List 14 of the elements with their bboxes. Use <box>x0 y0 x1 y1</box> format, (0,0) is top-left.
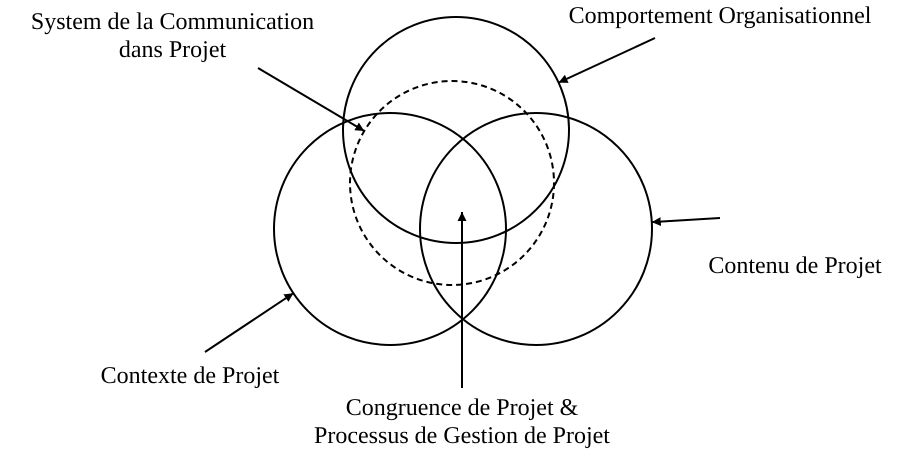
dashed-venn-circle <box>349 80 555 286</box>
venn-circle <box>273 112 507 346</box>
venn-circle <box>342 16 570 244</box>
callout-label: Comportement Organisationnel <box>530 2 910 30</box>
callout-label: Congruence de Projet & Processus de Gestion de Projet <box>302 394 622 450</box>
callout-label: Contexte de Projet <box>70 362 310 390</box>
leader-arrow <box>652 217 720 226</box>
venn-circle <box>419 112 653 346</box>
callout-label: Contenu de Projet <box>680 252 910 280</box>
leader-arrow <box>558 37 656 84</box>
callout-label: System de la Communication dans Projet <box>20 8 325 64</box>
leader-arrow <box>204 292 294 353</box>
leader-arrow <box>458 212 466 388</box>
leader-arrow <box>257 67 365 132</box>
